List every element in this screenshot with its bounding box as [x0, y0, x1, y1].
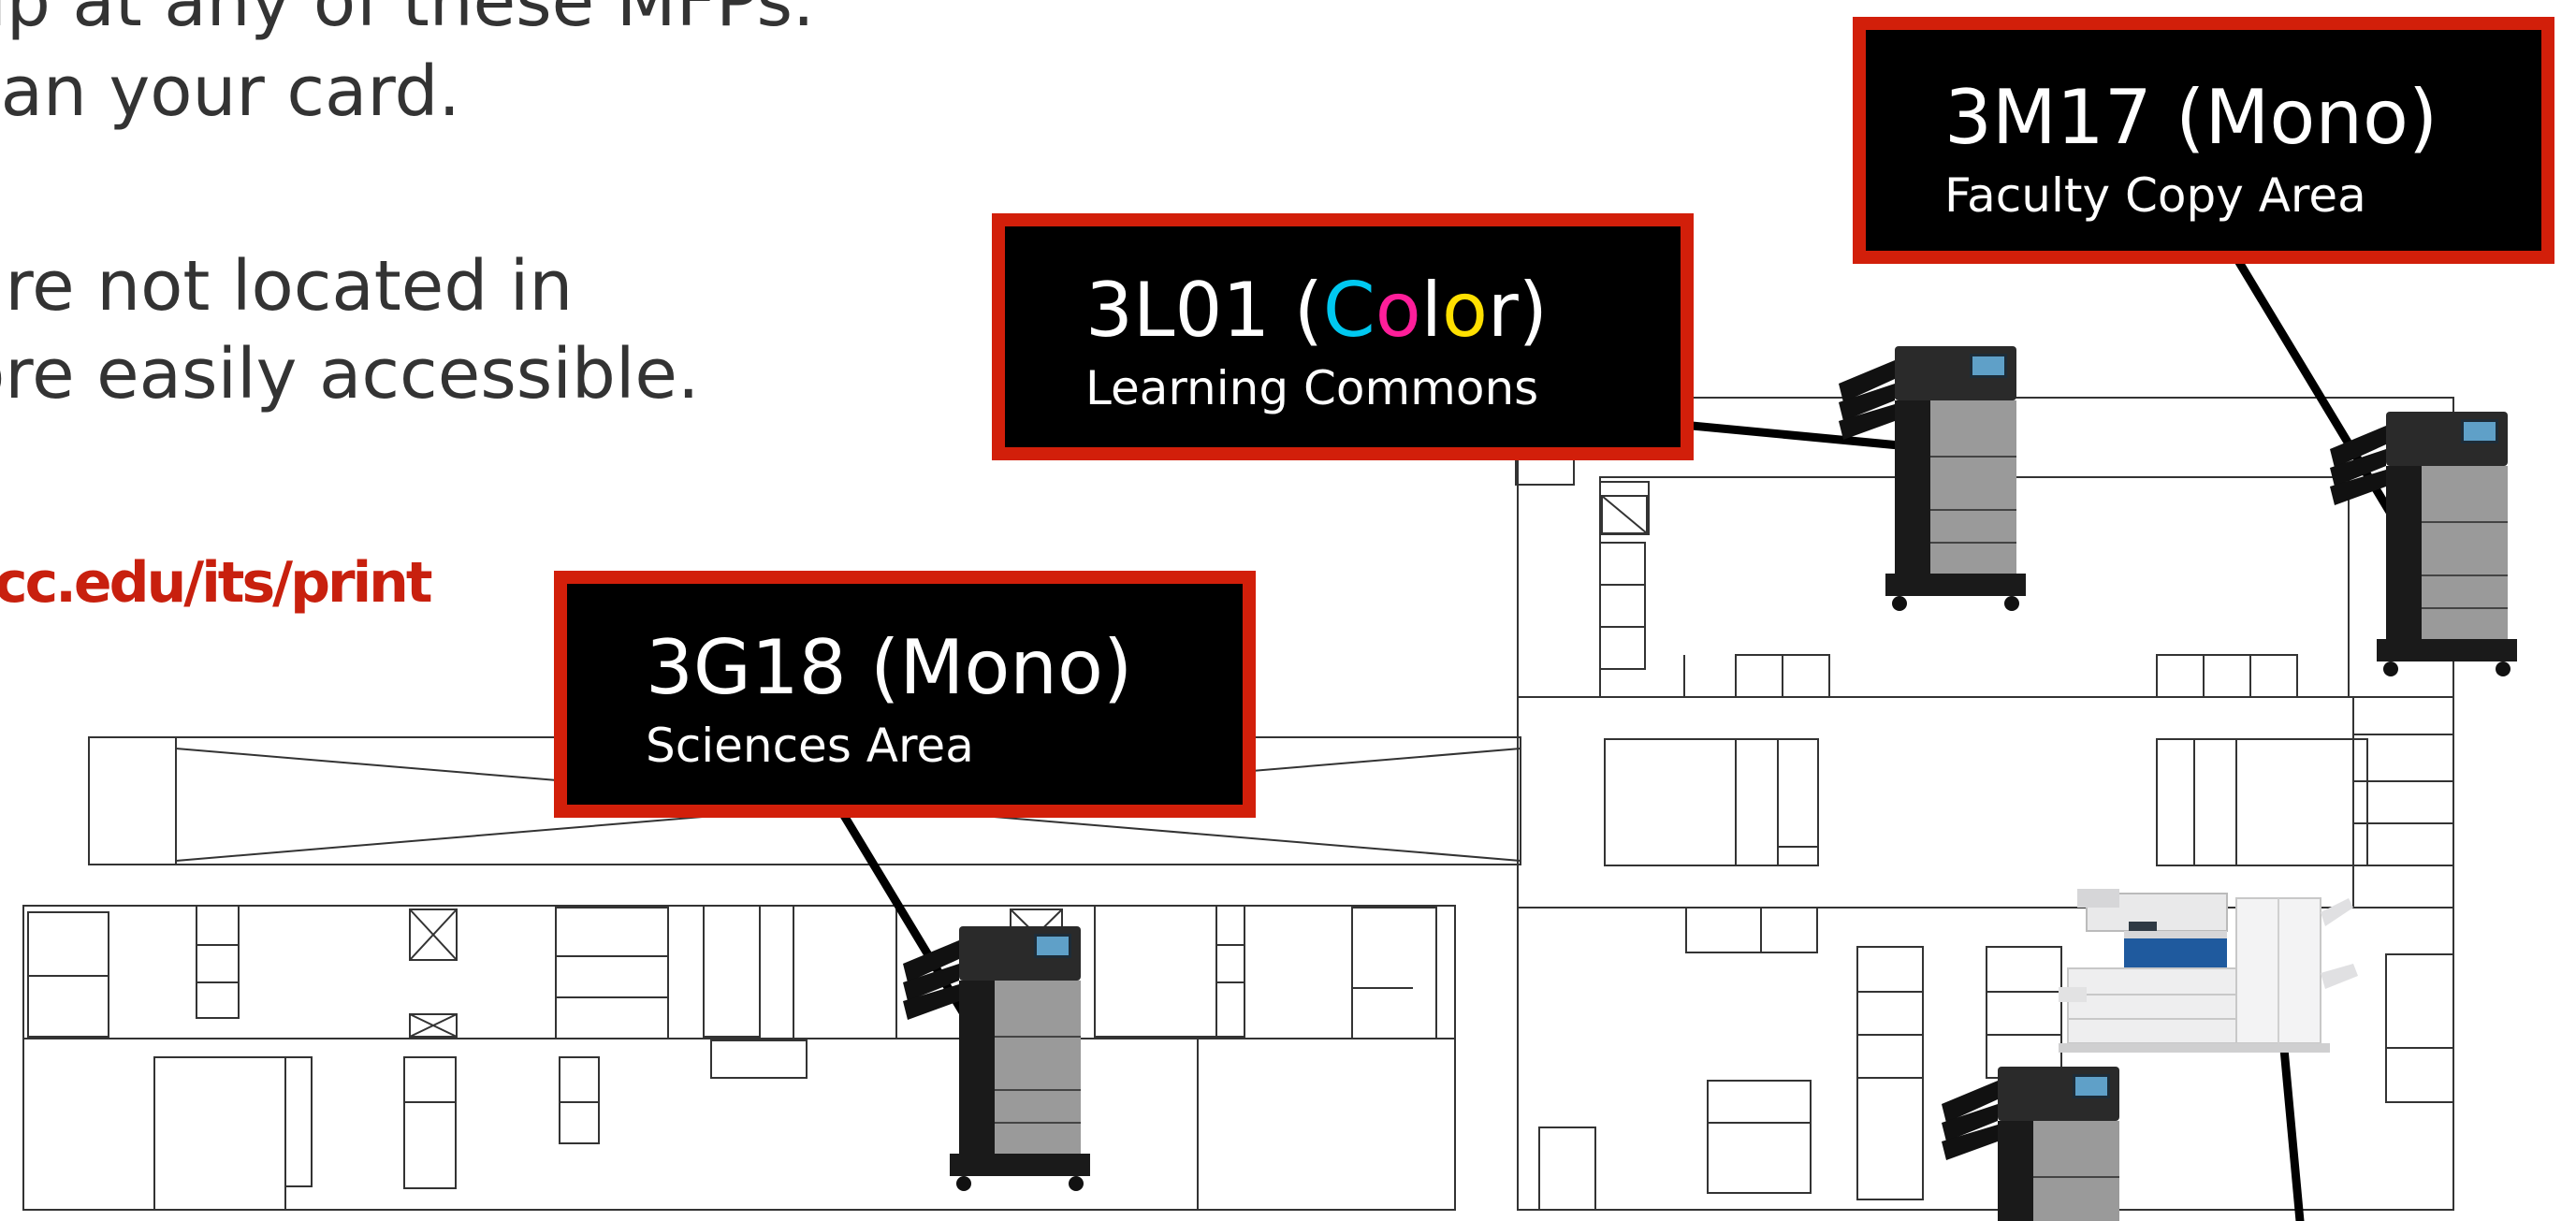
pointer-3m17: [2230, 250, 2414, 549]
print-info-link[interactable]: cc.edu/its/print: [0, 550, 433, 616]
large-copier-icon: [2059, 889, 2358, 1053]
callout-3l01-title-prefix: 3L01 (: [1085, 267, 1323, 354]
mfp-printer-icon: [1839, 346, 2026, 611]
color-letter-o2: o: [1441, 267, 1488, 354]
mfp-printer-icon: [2330, 412, 2517, 676]
pointer-large-copier: [2278, 1034, 2305, 1221]
intro-line-2: can your card.: [0, 51, 461, 132]
color-letter-o1: o: [1375, 267, 1421, 354]
callout-3g18: 3G18 (Mono) Sciences Area: [554, 571, 1256, 818]
callout-3m17: 3M17 (Mono) Faculty Copy Area: [1853, 17, 2554, 264]
callout-3l01-title: 3L01 (Color): [1085, 273, 1548, 348]
mfp-printer-icon: [903, 926, 1090, 1191]
intro-line-1: up at any of these MFPs.: [0, 0, 815, 42]
printer-large-color[interactable]: [2059, 884, 2367, 1057]
callout-3l01-location: Learning Commons: [1085, 361, 1539, 415]
callout-3g18-title: 3G18 (Mono): [646, 624, 1133, 711]
callout-3g18-location: Sciences Area: [646, 719, 974, 773]
callout-3l01-title-suffix: ): [1518, 267, 1549, 354]
callout-3m17-location: Faculty Copy Area: [1944, 168, 2366, 223]
printer-3g18[interactable]: [903, 926, 1118, 1193]
intro-line-3: are not located in: [0, 246, 574, 327]
color-letter-r: r: [1487, 267, 1519, 354]
printer-bottom-mono[interactable]: [1942, 1067, 2157, 1221]
mfp-printer-icon: [1942, 1067, 2119, 1221]
printer-3l01[interactable]: [1839, 346, 2054, 613]
color-letter-l: l: [1420, 267, 1442, 354]
intro-line-4: ore easily accessible.: [0, 334, 700, 414]
callout-3l01: 3L01 (Color) Learning Commons: [992, 213, 1694, 460]
printer-3m17[interactable]: [2330, 412, 2545, 683]
color-letter-c: C: [1322, 267, 1375, 354]
callout-3m17-title: 3M17 (Mono): [1944, 74, 2438, 161]
